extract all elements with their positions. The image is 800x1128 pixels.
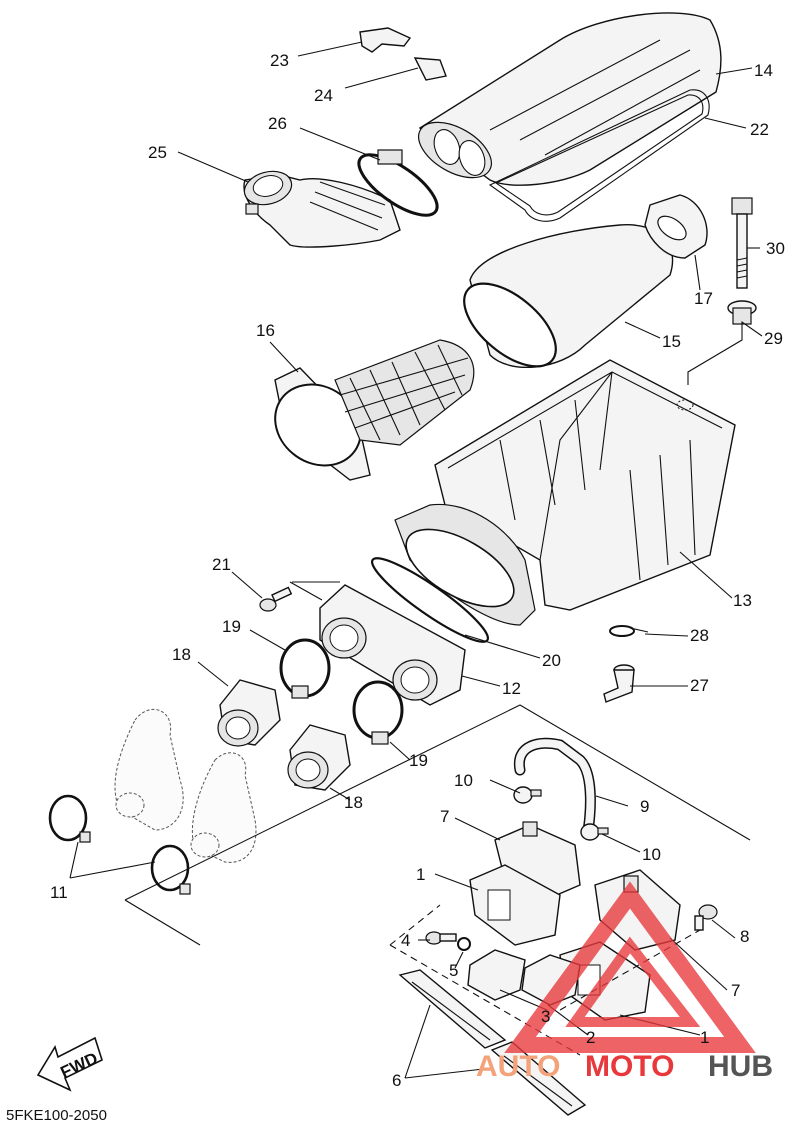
part-13-air-box-case	[394, 359, 736, 626]
part-14-air-box-cover	[418, 12, 722, 186]
part-16-filter-guide	[274, 339, 475, 481]
part-3-reed-stopper	[467, 949, 526, 1001]
label-30: 30	[766, 239, 785, 258]
label-1-upper: 1	[416, 865, 425, 884]
label-19-lower: 19	[409, 751, 428, 770]
watermark-text: AUTO MOTO HUB	[476, 1050, 773, 1083]
part-30-bolt	[731, 197, 753, 289]
label-7-upper: 7	[440, 807, 449, 826]
label-17: 17	[694, 289, 713, 308]
diagram-code: 5FKE100-2050	[6, 1107, 107, 1124]
label-20: 20	[542, 651, 561, 670]
dashed-group-boundary	[124, 704, 751, 1056]
part-5-washer	[457, 937, 471, 951]
label-15: 15	[662, 332, 681, 351]
label-29: 29	[764, 329, 783, 348]
label-18-upper: 18	[172, 645, 191, 664]
leader-lines	[69, 41, 763, 1079]
label-10-upper: 10	[454, 771, 473, 790]
label-7-lower: 7	[731, 981, 740, 1000]
label-25: 25	[148, 143, 167, 162]
label-21: 21	[212, 555, 231, 574]
label-22: 22	[750, 120, 769, 139]
part-6-gasket-left	[398, 969, 507, 1049]
part-28-clip	[609, 625, 649, 637]
part-21-screw	[259, 586, 293, 612]
label-18-lower: 18	[344, 793, 363, 812]
part-12-joint	[319, 584, 466, 706]
part-8-screw	[694, 904, 718, 931]
part-18-boot-lower	[287, 724, 351, 791]
part-11-clamp-right	[150, 844, 191, 895]
label-10-lower: 10	[642, 845, 661, 864]
part-9-hose	[513, 737, 596, 836]
fwd-arrow-icon: FWD	[36, 1036, 103, 1092]
label-23: 23	[270, 51, 289, 70]
label-16: 16	[256, 321, 275, 340]
part-10-clip-upper	[513, 786, 542, 804]
watermark-triangle-icon	[504, 881, 756, 1053]
watermark-moto: MOTO	[585, 1050, 674, 1083]
part-17-guide	[644, 194, 708, 259]
part-6-gasket-right	[490, 1041, 587, 1116]
part-18-boot-upper	[217, 679, 281, 747]
label-28: 28	[690, 626, 709, 645]
label-13: 13	[733, 591, 752, 610]
watermark-auto: AUTO	[476, 1050, 560, 1083]
label-3: 3	[541, 1007, 550, 1026]
part-15-filter-element	[463, 224, 674, 368]
label-26: 26	[268, 114, 287, 133]
part-19-clamp-upper	[279, 638, 331, 699]
label-27: 27	[690, 676, 709, 695]
part-27-drain-plug	[603, 664, 635, 703]
carburetor-phantom	[114, 708, 257, 863]
label-4: 4	[401, 931, 410, 950]
part-24-clip	[413, 57, 447, 81]
part-22-cover-gasket	[488, 89, 710, 222]
label-8: 8	[740, 927, 749, 946]
part-1-reed-valve-upper	[469, 864, 561, 946]
part-10-clip-lower	[580, 823, 609, 841]
label-14: 14	[754, 61, 773, 80]
part-19-clamp-lower	[352, 680, 404, 745]
label-9: 9	[640, 797, 649, 816]
label-6: 6	[392, 1071, 401, 1090]
label-12: 12	[502, 679, 521, 698]
label-24: 24	[314, 86, 333, 105]
watermark-hub: HUB	[708, 1050, 773, 1083]
label-2: 2	[586, 1028, 595, 1047]
label-5: 5	[449, 961, 458, 980]
label-11: 11	[50, 883, 68, 902]
part-25-intake-duct	[243, 170, 401, 248]
part-labels: 23 24 26 25 14 22 30 17 29 15 16 13 21 1…	[50, 51, 785, 1090]
part-23-clip	[359, 27, 412, 53]
part-29-grommet	[727, 300, 757, 325]
label-19-upper: 19	[222, 617, 241, 636]
part-26-clamp	[357, 149, 439, 217]
part-4-screw	[425, 931, 457, 945]
label-1-lower: 1	[700, 1028, 709, 1047]
part-11-clamp-left	[48, 794, 91, 843]
part-20-gasket	[370, 557, 490, 643]
